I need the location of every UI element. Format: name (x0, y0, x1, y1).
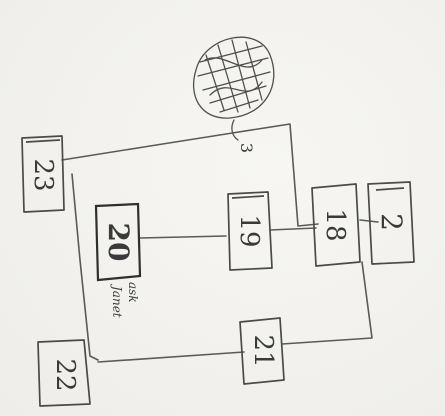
node-23-label: 23 (30, 152, 56, 198)
annotation-janet: Janet (110, 286, 124, 318)
node-22-label: 22 (52, 350, 78, 400)
edge-20-19 (140, 236, 226, 238)
annotation-ask: ask (126, 282, 140, 303)
edge-19-18 (270, 228, 316, 230)
edge-22-21 (98, 352, 244, 362)
node-19-label: 19 (236, 208, 262, 254)
edge-23-22 (72, 174, 98, 360)
edge-18-21 (282, 262, 372, 344)
edge-23-18 (62, 124, 318, 226)
node-2-label: 2 (377, 199, 405, 245)
scribble-blob (194, 37, 274, 140)
node-18-label: 18 (322, 202, 348, 248)
node-21-label: 21 (250, 328, 276, 374)
mark-3: 3 (238, 140, 254, 156)
node-20-label: 20 (104, 219, 132, 265)
